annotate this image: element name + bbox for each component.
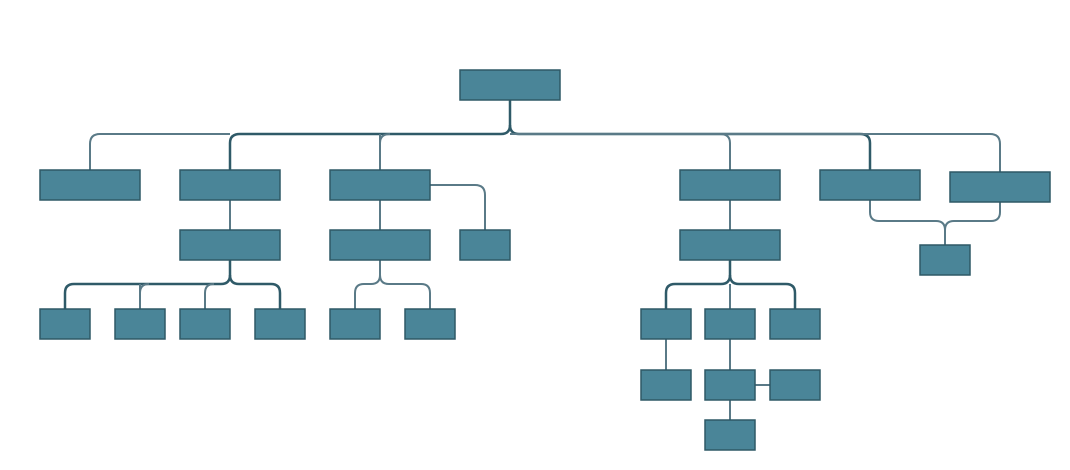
node-box: [459, 69, 561, 101]
node-l2-ef: [919, 244, 971, 276]
node-l4-d2-side: [769, 369, 821, 401]
node-l1-b: [179, 169, 281, 201]
node-box: [679, 169, 781, 201]
node-layer: [39, 69, 1051, 451]
node-box: [254, 308, 306, 340]
node-l1-d: [679, 169, 781, 201]
node-l3-c2: [404, 308, 456, 340]
node-box: [179, 169, 281, 201]
node-box: [769, 369, 821, 401]
node-box: [114, 308, 166, 340]
connector-line: [379, 133, 391, 170]
node-l3-d2: [704, 308, 756, 340]
node-l1-f: [949, 171, 1051, 203]
node-l1-c-side: [459, 229, 511, 261]
node-box: [704, 369, 756, 401]
connector-line: [430, 184, 486, 230]
node-l2-d: [679, 229, 781, 261]
node-box: [640, 369, 692, 401]
node-box: [949, 171, 1051, 203]
connector-line: [944, 202, 1001, 231]
node-l5-d2: [704, 419, 756, 451]
node-l2-b: [179, 229, 281, 261]
connector-line: [228, 274, 282, 309]
node-box: [179, 229, 281, 261]
node-l1-a: [39, 169, 141, 201]
node-box: [39, 308, 91, 340]
node-box: [819, 169, 921, 201]
node-l3-b2: [114, 308, 166, 340]
node-l3-b4: [254, 308, 306, 340]
node-box: [179, 308, 231, 340]
node-box: [329, 229, 431, 261]
node-box: [640, 308, 692, 340]
node-l4-d2: [704, 369, 756, 401]
node-box: [404, 308, 456, 340]
connector-line: [510, 133, 1001, 172]
connector-line: [728, 274, 797, 309]
node-l1-c: [329, 169, 431, 201]
node-box: [704, 308, 756, 340]
node-box: [459, 229, 511, 261]
connector-layer: [63, 100, 1001, 420]
connector-line: [869, 200, 946, 245]
connector-line: [204, 283, 215, 309]
node-l3-b3: [179, 308, 231, 340]
node-l3-d3: [769, 308, 821, 340]
node-l3-b1: [39, 308, 91, 340]
connector-line: [664, 260, 732, 309]
node-l3-d1: [640, 308, 692, 340]
connector-line: [228, 124, 512, 170]
node-box: [329, 169, 431, 201]
connector-line: [719, 133, 731, 170]
connector-line: [354, 260, 381, 309]
connector-line: [89, 133, 230, 170]
node-box: [39, 169, 141, 201]
node-l2-c: [329, 229, 431, 261]
node-box: [679, 229, 781, 261]
connector-line: [139, 283, 150, 309]
node-l4-d1: [640, 369, 692, 401]
node-box: [769, 308, 821, 340]
node-box: [329, 308, 381, 340]
node-box: [704, 419, 756, 451]
node-l3-c1: [329, 308, 381, 340]
connector-line: [379, 274, 431, 309]
node-l1-e: [819, 169, 921, 201]
node-box: [919, 244, 971, 276]
node-root: [459, 69, 561, 101]
